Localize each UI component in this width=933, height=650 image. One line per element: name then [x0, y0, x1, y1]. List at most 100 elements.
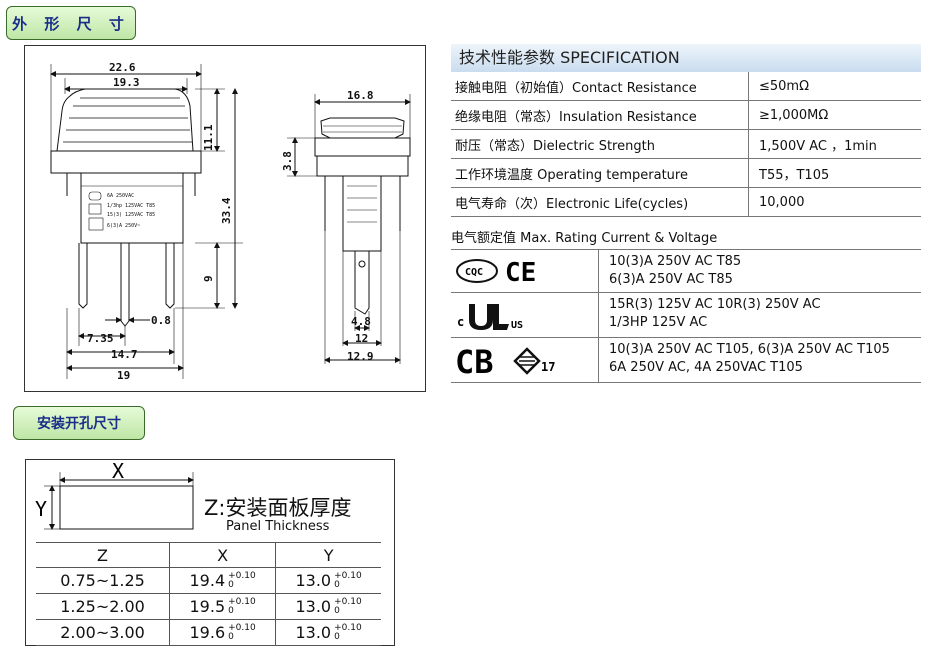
header-z: Z: [36, 542, 170, 568]
cb-text: CB: [455, 343, 494, 379]
dim-0-8: 0.8: [151, 314, 171, 327]
rating-line: 10(3)A 250V AC T85: [609, 254, 742, 269]
dim-7-35: 7.35: [87, 332, 114, 345]
spec-label: 电气寿命（次）Electronic Life(cycles): [451, 188, 749, 216]
dim-11-1: 11.1: [202, 124, 215, 151]
spec-row: 工作环境温度 Operating temperature T55，T105: [451, 159, 921, 188]
cqc-ce-logo: CQC CE: [451, 250, 599, 292]
cell-z: 0.75~1.25: [36, 567, 170, 594]
spec-label: 工作环境温度 Operating temperature: [451, 159, 749, 187]
x-value: 19.5: [189, 596, 226, 616]
label-line-2: 1/3hp 125VAC T85: [107, 203, 155, 209]
spec-value: ≥1,000MΩ: [759, 107, 829, 123]
switch-label-plate: 6A 250VAC 1/3hp 125VAC T85 15(3) 125VAC …: [107, 193, 155, 229]
tol-lower: 0: [334, 606, 340, 617]
cutout-tag-label: 安装开孔尺寸: [37, 416, 121, 432]
rating-line: 10(3)A 250V AC T105, 6(3)A 250V AC T105: [609, 342, 890, 357]
dim-33-4: 33.4: [220, 197, 233, 224]
cutout-y-label: Y: [35, 497, 47, 521]
spec-value: 10,000: [759, 194, 805, 210]
x-value: 19.4: [189, 570, 226, 590]
rating-line: 1/3HP 125V AC: [609, 315, 708, 330]
enec-number: 17: [541, 360, 555, 374]
rating-line: 6A 250V AC, 4A 250VAC T105: [609, 360, 803, 375]
tol-upper: +0.10: [334, 623, 362, 634]
front-view: [50, 64, 243, 379]
panel-thickness-en: Panel Thickness: [226, 519, 330, 534]
dim-22-6: 22.6: [109, 61, 136, 74]
tol-upper: +0.10: [228, 597, 256, 608]
tol-lower: 0: [334, 580, 340, 591]
rating-line: 15R(3) 125V AC 10R(3) 250V AC: [609, 297, 821, 312]
dim-3-8: 3.8: [281, 151, 294, 171]
rating-title: 电气额定值 Max. Rating Current & Voltage: [451, 227, 921, 250]
spec-label: 接触电阻（初始值）Contact Resistance: [451, 72, 749, 100]
label-line-3: 15(3) 125VAC T85: [107, 212, 155, 218]
c-text: c: [457, 315, 464, 329]
ul-recognized-icon: c US: [457, 304, 523, 331]
tol-lower: 0: [228, 632, 234, 643]
header-x: X: [169, 542, 276, 568]
spec-row: 绝缘电阻（常态）Insulation Resistance ≥1,000MΩ: [451, 101, 921, 130]
cell-z: 2.00~3.00: [36, 619, 170, 646]
cutout-section-tag: 安装开孔尺寸: [13, 406, 145, 440]
cqc-text: CQC: [465, 267, 483, 278]
cutout-x-label: X: [112, 460, 124, 483]
spec-value: T55，T105: [759, 167, 830, 183]
y-value: 13.0: [295, 596, 332, 616]
tol-upper: +0.10: [334, 597, 362, 608]
rating-line: 6(3)A 250V AC T85: [609, 272, 733, 287]
dimensions-tag-label: 外 形 尺 寸: [12, 14, 130, 33]
spec-row: 电气寿命（次）Electronic Life(cycles) 10,000: [451, 188, 921, 217]
spec-title: 技术性能参数 SPECIFICATION: [451, 44, 921, 72]
tol-upper: +0.10: [228, 571, 256, 582]
x-value: 19.6: [189, 622, 226, 642]
curus-logo: c US: [451, 293, 599, 337]
tol-upper: +0.10: [334, 571, 362, 582]
dimensions-section-tag: 外 形 尺 寸: [6, 6, 136, 40]
spec-row: 接触电阻（初始值）Contact Resistance≤50mΩ: [451, 72, 921, 101]
cb-enec-icon: CB 17: [455, 343, 555, 379]
dim-12: 12: [355, 332, 368, 345]
rating-row-curus: c US 15R(3) 125V AC 10R(3) 250V AC 1/3HP …: [451, 293, 921, 338]
dim-4-8: 4.8: [351, 315, 371, 328]
rating-row-cb-enec: CB 17 10(3)A 250V AC T105, 6(3)A 250V AC…: [451, 338, 921, 383]
technical-drawing: 6A 250VAC 1/3hp 125VAC T85 15(3) 125VAC …: [24, 45, 426, 392]
dim-16-8: 16.8: [347, 89, 374, 102]
tol-lower: 0: [334, 632, 340, 643]
spec-label: 绝缘电阻（常态）Insulation Resistance: [451, 101, 749, 129]
tol-upper: +0.10: [228, 623, 256, 634]
drawing-svg: 6A 250VAC 1/3hp 125VAC T85 15(3) 125VAC …: [50, 61, 411, 382]
tol-lower: 0: [228, 580, 234, 591]
cutout-header-row: Z X Y: [36, 542, 381, 568]
cb-enec-logo: CB 17: [451, 338, 599, 382]
dim-19-3: 19.3: [113, 76, 140, 89]
cutout-diagram: X Y: [35, 460, 194, 530]
panel-thickness-cn: Z:安装面板厚度: [204, 496, 352, 520]
label-line-4: 6(3)A 250V~: [107, 223, 140, 229]
dim-14-7: 14.7: [111, 348, 138, 361]
us-text: US: [511, 320, 523, 331]
specification-panel: 技术性能参数 SPECIFICATION 接触电阻（初始值）Contact Re…: [451, 44, 921, 383]
label-line-1: 6A 250VAC: [107, 193, 134, 199]
side-view: [287, 94, 411, 364]
spec-label: 耐压（常态）Dielectric Strength: [451, 130, 749, 158]
cell-z: 1.25~2.00: [36, 593, 170, 620]
y-value: 13.0: [295, 570, 332, 590]
tol-lower: 0: [228, 606, 234, 617]
